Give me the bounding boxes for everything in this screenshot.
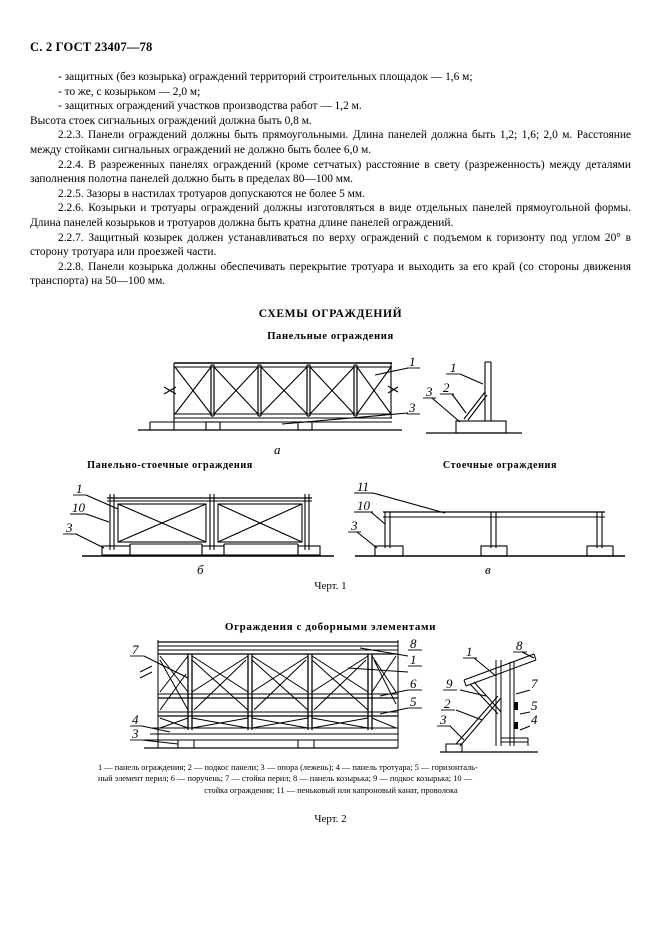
subsection-title-fences-with-extras: Ограждения с доборными элементами	[224, 621, 437, 633]
legend-line-3: стойка ограждения; 11 — пеньковый или ка…	[204, 785, 458, 795]
fig1v-letter: в	[485, 562, 491, 577]
clause-2-2-8: 2.2.8. Панели козырька должны обеспечива…	[30, 260, 631, 288]
body-text-block: - защитных (без козырька) ограждений тер…	[30, 70, 631, 289]
body-line-3: - защитных ограждений участков производс…	[58, 100, 362, 113]
fig2-callout-1: 1	[410, 652, 417, 667]
fig1-detail-callout-3: 3	[425, 384, 433, 399]
fig1-callout-1: 1	[409, 354, 416, 369]
page-header: С. 2 ГОСТ 23407—78	[30, 40, 153, 54]
subsection-title-post-fences: Стоечные ограждения	[442, 460, 558, 471]
fig2-detail-callout-7: 7	[531, 676, 538, 691]
clause-2-2-6: 2.2.6. Козырьки и тротуары ограждений до…	[30, 202, 631, 229]
fig2-detail-callout-2: 2	[444, 696, 451, 711]
fig2-callout-5: 5	[410, 694, 417, 709]
fig1v-callout-11: 11	[357, 479, 369, 494]
fig2-detail-callout-1: 1	[466, 644, 473, 659]
clause-2-2-4: 2.2.4. В разреженных панелях ограждений …	[30, 158, 631, 186]
clause-2-2-5: 2.2.5. Зазоры в настилах тротуаров допус…	[58, 187, 365, 200]
fig1-letter-a: а	[274, 442, 281, 457]
body-line-1: - защитных (без козырька) ограждений тер…	[58, 71, 473, 83]
figure1-diagram-a: 1 3 а	[130, 350, 530, 462]
fig1-callout-3: 3	[408, 400, 416, 415]
subsection-title-panel-fences: Панельные ограждения	[267, 331, 394, 342]
figure1-caption: Черт. 1	[314, 580, 347, 592]
fig2-callout-8: 8	[410, 636, 417, 651]
fig2-detail-callout-3: 3	[439, 712, 447, 727]
fig1b-letter: б	[197, 562, 204, 577]
fig2-callout-7: 7	[132, 642, 139, 657]
body-line-2: - то же, с козырьком — 2,0 м;	[58, 85, 201, 98]
figure2-diagram: 7 4 3 8 1 6 5	[130, 634, 540, 762]
fig1-detail-callout-1: 1	[450, 360, 457, 375]
legend-line-1: 1 — панель ограждения; 2 — подкос панели…	[98, 763, 478, 772]
fig2-detail-callout-8: 8	[516, 638, 523, 653]
figure2-caption: Черт. 2	[314, 813, 347, 825]
fig2-detail-callout-5: 5	[531, 698, 538, 713]
clause-2-2-7: 2.2.7. Защитный козырек должен устанавли…	[30, 231, 631, 259]
legend-line-2: ный элемент перил; 6 — поручень; 7 — сто…	[98, 774, 473, 784]
figure2-legend: 1 — панель ограждения; 2 — подкос панели…	[98, 762, 564, 796]
fig1v-callout-3: 3	[350, 518, 358, 533]
subsection-title-panel-post-fences: Панельно-стоечные ограждения	[87, 460, 253, 471]
fig1b-callout-1: 1	[76, 481, 83, 496]
fig2-detail-callout-9: 9	[446, 676, 453, 691]
clause-2-2-3: 2.2.3. Панели ограждений должны быть пря…	[30, 129, 631, 156]
fig2-callout-3: 3	[131, 726, 139, 741]
fig1-detail-callout-2: 2	[443, 380, 450, 395]
fig2-detail-callout-4: 4	[531, 712, 538, 727]
fig1b-callout-10: 10	[72, 500, 86, 515]
body-line-4: Высота стоек сигнальных ограждений должн…	[30, 114, 312, 127]
figure1-diagram-v: 11 10 3 в	[345, 478, 635, 578]
section-title-schemes: СХЕМЫ ОГРАЖДЕНИЙ	[258, 307, 403, 320]
fig1b-callout-3: 3	[65, 520, 73, 535]
figure1-diagram-b: 1 10 3 б	[62, 478, 342, 578]
fig1v-callout-10: 10	[357, 498, 371, 513]
fig2-callout-6: 6	[410, 676, 417, 691]
fig2-callout-4: 4	[132, 712, 139, 727]
